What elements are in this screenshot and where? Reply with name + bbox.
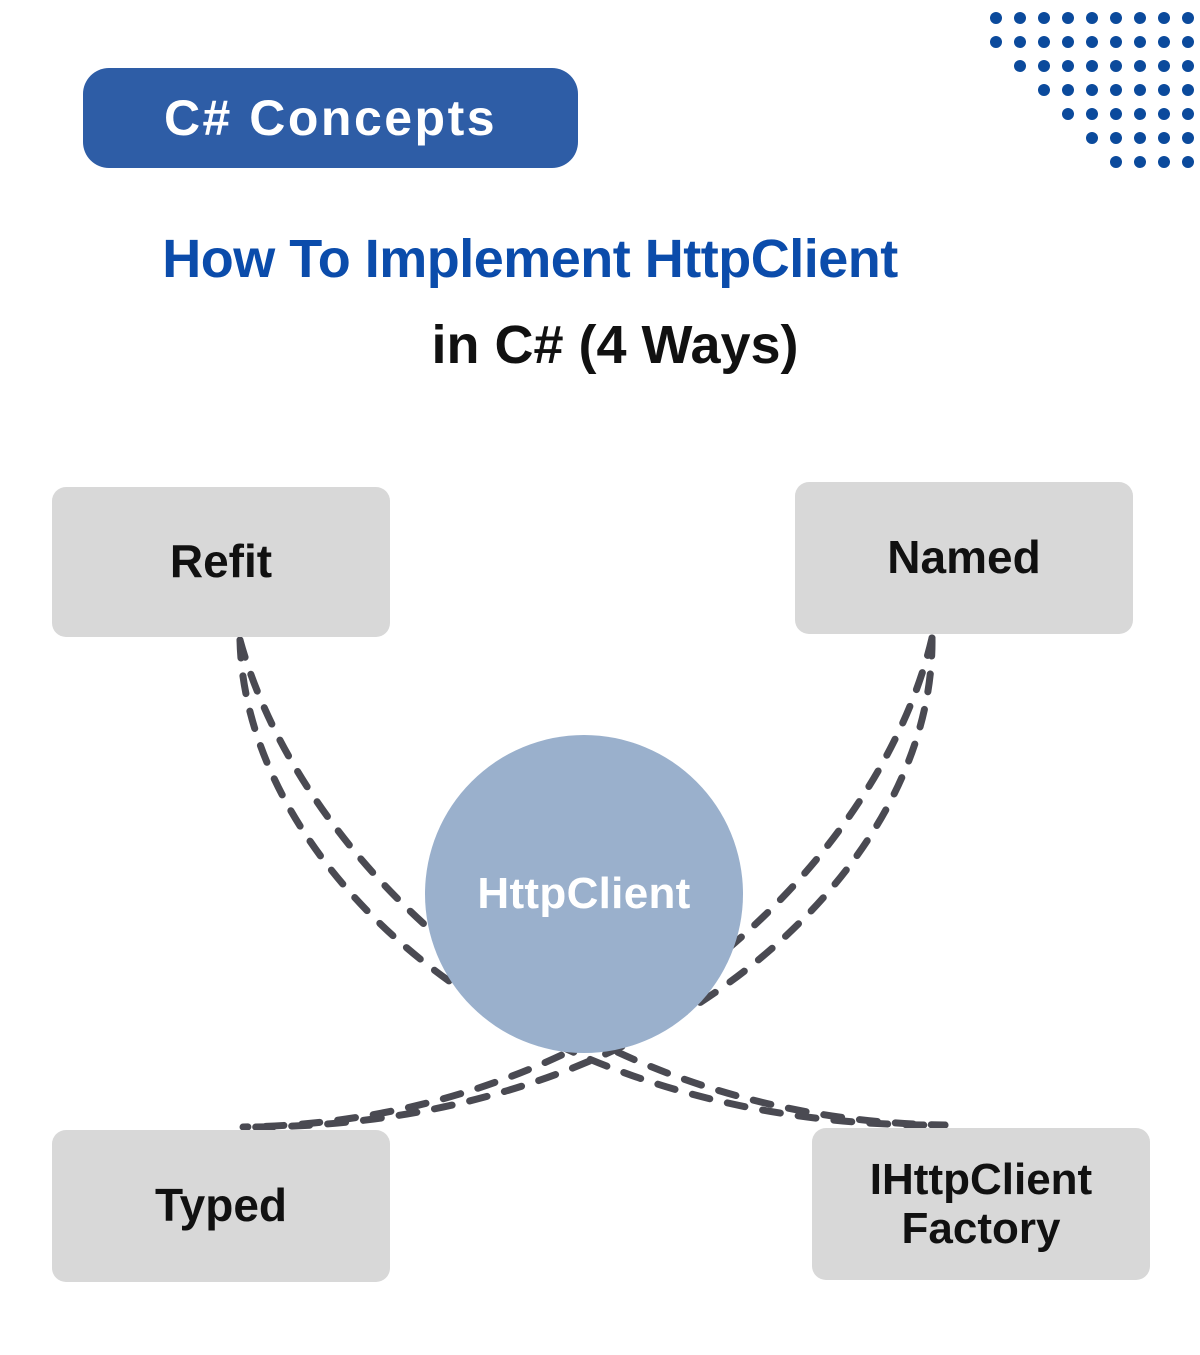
dot xyxy=(1086,132,1098,144)
dot xyxy=(1062,60,1074,72)
node-refit-label: Refit xyxy=(169,535,273,588)
dot xyxy=(1062,36,1074,48)
dot xyxy=(1110,132,1122,144)
node-refit[interactable]: Refit xyxy=(52,487,390,637)
dot xyxy=(1038,36,1050,48)
dot xyxy=(1158,84,1170,96)
dot xyxy=(1158,156,1170,168)
dot xyxy=(1110,60,1122,72)
dot xyxy=(1014,12,1026,24)
dot xyxy=(990,12,1002,24)
dot xyxy=(1182,156,1194,168)
dot xyxy=(1062,12,1074,24)
dot xyxy=(1182,36,1194,48)
dot xyxy=(1110,156,1122,168)
httpclient-diagram: Refit Named Typed IHttpClient Factory Ht… xyxy=(0,440,1200,1330)
node-ihttpclientfactory[interactable]: IHttpClient Factory xyxy=(812,1128,1150,1280)
dot xyxy=(1062,108,1074,120)
dot xyxy=(1182,108,1194,120)
node-ihttpclientfactory-label-line-1: IHttpClient xyxy=(869,1154,1093,1204)
category-badge-label: C# Concepts xyxy=(163,90,498,146)
node-named-label: Named xyxy=(887,531,1041,584)
node-typed[interactable]: Typed xyxy=(52,1130,390,1282)
dot xyxy=(1110,12,1122,24)
arc-named-lower-lens xyxy=(239,634,936,1131)
dot xyxy=(1182,12,1194,24)
dot xyxy=(1134,108,1146,120)
page-title-line-1: How To Implement HttpClient xyxy=(162,229,898,289)
dot xyxy=(1134,132,1146,144)
dot xyxy=(1158,60,1170,72)
dot xyxy=(1110,84,1122,96)
dot xyxy=(1158,12,1170,24)
page-title-line-2: in C# (4 Ways) xyxy=(431,315,799,375)
dot xyxy=(1134,60,1146,72)
dot xyxy=(990,36,1002,48)
dot xyxy=(1014,60,1026,72)
dot xyxy=(1182,132,1194,144)
dot xyxy=(1158,36,1170,48)
dot xyxy=(1134,156,1146,168)
center-node-httpclient[interactable]: HttpClient xyxy=(425,735,743,1053)
dot xyxy=(1086,84,1098,96)
dot xyxy=(1014,36,1026,48)
node-ihttpclientfactory-label: IHttpClient Factory xyxy=(870,1155,1092,1254)
dot xyxy=(1182,60,1194,72)
dot xyxy=(1134,12,1146,24)
dot xyxy=(1134,84,1146,96)
dot xyxy=(1182,84,1194,96)
dot xyxy=(1038,60,1050,72)
dot xyxy=(1086,36,1098,48)
dot xyxy=(1110,36,1122,48)
dot xyxy=(1110,108,1122,120)
dot-grid-icon xyxy=(990,12,1194,168)
category-badge: C# Concepts xyxy=(83,68,578,168)
dot xyxy=(1086,60,1098,72)
dot xyxy=(1086,108,1098,120)
node-named[interactable]: Named xyxy=(795,482,1133,634)
center-node-label: HttpClient xyxy=(477,869,691,918)
node-ihttpclientfactory-label-line-2: Factory xyxy=(901,1204,1061,1253)
node-typed-label: Typed xyxy=(154,1179,288,1232)
arc-refit-lower-lens xyxy=(236,636,949,1129)
dot xyxy=(1086,12,1098,24)
dot xyxy=(1038,12,1050,24)
dot xyxy=(1038,84,1050,96)
page-title: How To Implement HttpClient in C# (4 Way… xyxy=(0,232,1060,372)
dot xyxy=(1158,108,1170,120)
dot xyxy=(1158,132,1170,144)
dot xyxy=(1062,84,1074,96)
dot xyxy=(1134,36,1146,48)
